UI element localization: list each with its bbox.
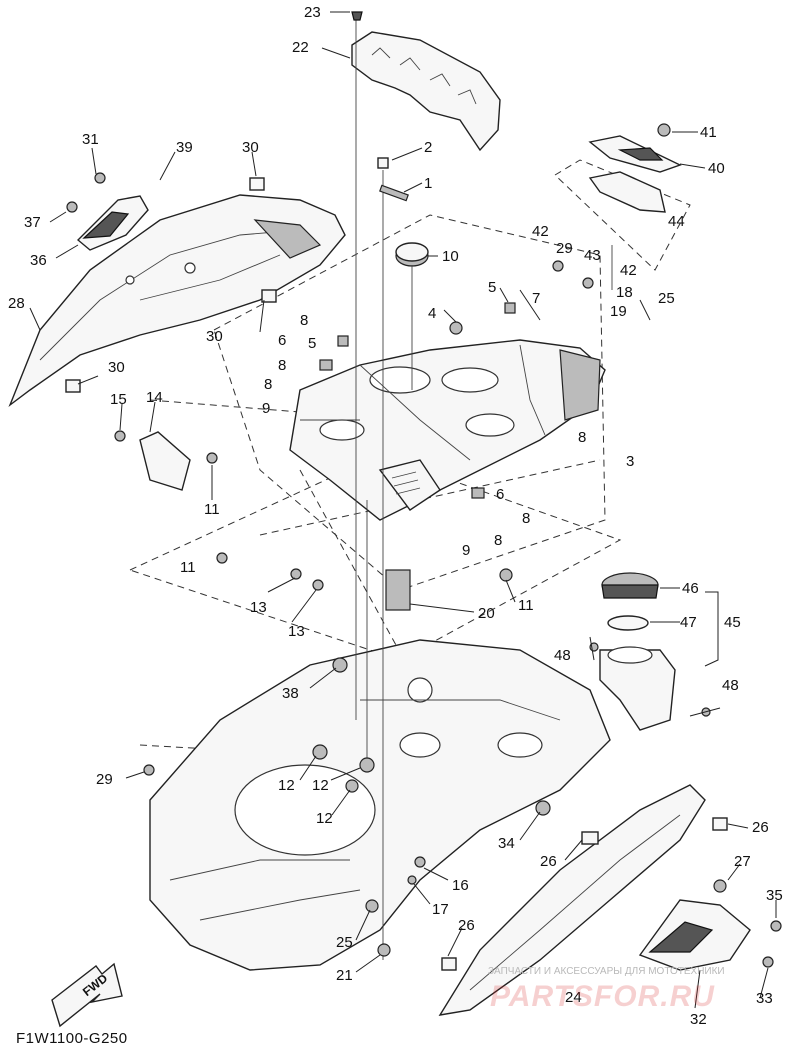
callout: 12 xyxy=(312,777,329,794)
callout: 10 xyxy=(442,248,459,265)
callout: 5 xyxy=(308,335,316,352)
callout: 8 xyxy=(278,357,286,374)
callout: 26 xyxy=(540,853,557,870)
callout: 17 xyxy=(432,901,449,918)
callout: 12 xyxy=(316,810,333,827)
callout: 30 xyxy=(206,328,223,345)
callout: 9 xyxy=(462,542,470,559)
callout: 8 xyxy=(264,376,272,393)
bracket-14 xyxy=(139,431,191,491)
callout: 23 xyxy=(304,4,321,21)
callout: 2 xyxy=(424,139,432,156)
callout: 8 xyxy=(494,532,502,549)
callout: 28 xyxy=(8,295,25,312)
callout: 42 xyxy=(620,262,637,279)
callout: 8 xyxy=(300,312,308,329)
upper-cover-22 xyxy=(351,31,501,152)
callout: 32 xyxy=(690,1011,707,1028)
callout: 45 xyxy=(724,614,741,631)
callout: 5 xyxy=(488,279,496,296)
inner-body-3 xyxy=(289,339,606,521)
callout: 29 xyxy=(96,771,113,788)
callout: 31 xyxy=(82,131,99,148)
callout: 21 xyxy=(336,967,353,984)
callout: 42 xyxy=(532,223,549,240)
callout: 12 xyxy=(278,777,295,794)
callout: 11 xyxy=(204,501,220,518)
callout: 3 xyxy=(626,453,634,470)
callout: 30 xyxy=(242,139,259,156)
right-fairing-24 xyxy=(438,784,706,1016)
callout: 48 xyxy=(722,677,739,694)
callout: 13 xyxy=(288,623,305,640)
callout: 8 xyxy=(522,510,530,527)
callout: 37 xyxy=(24,214,41,231)
callout: 15 xyxy=(110,391,127,408)
callout: 6 xyxy=(496,486,504,503)
reservoir-45 xyxy=(599,572,676,731)
left-fairing-28 xyxy=(8,194,346,408)
callout: 14 xyxy=(146,389,163,406)
small-covers-40-44 xyxy=(588,135,682,213)
callout: 16 xyxy=(452,877,469,894)
callout: 25 xyxy=(658,290,675,307)
callouts: 23 22 2 1 41 40 44 42 43 42 31 39 30 37 … xyxy=(8,4,783,1028)
forward-arrow-icon xyxy=(51,962,123,1028)
callout-leaders xyxy=(29,11,777,1009)
callout: 30 xyxy=(108,359,125,376)
callout: 18 xyxy=(616,284,633,301)
callout: 25 xyxy=(336,934,353,951)
callout: 9 xyxy=(262,400,270,417)
callout: 43 xyxy=(584,247,601,264)
callout: 35 xyxy=(766,887,783,904)
callout: 26 xyxy=(458,917,475,934)
callout: 40 xyxy=(708,160,725,177)
callout: 6 xyxy=(278,332,286,349)
callout: 22 xyxy=(292,39,309,56)
callout: 1 xyxy=(424,175,432,192)
callout: 34 xyxy=(498,835,515,852)
watermark-logo: PARTSFOR.RU xyxy=(490,980,715,1013)
callout: 27 xyxy=(734,853,751,870)
callout: 38 xyxy=(282,685,299,702)
callout: 44 xyxy=(668,213,685,230)
callout: 24 xyxy=(565,989,582,1006)
watermark-caption: ЗАПЧАСТИ И АКСЕССУАРЫ ДЛЯ МОТОТЕХНИКИ xyxy=(488,966,725,977)
callout: 48 xyxy=(554,647,571,664)
callout: 11 xyxy=(518,597,534,614)
callout: 26 xyxy=(752,819,769,836)
callout: 8 xyxy=(578,429,586,446)
lower-fairing xyxy=(149,639,611,971)
callout: 20 xyxy=(478,605,495,622)
cap-10 xyxy=(395,242,429,267)
callout: 7 xyxy=(532,290,540,307)
callout: 36 xyxy=(30,252,47,269)
left-duct-36 xyxy=(76,195,149,251)
diagram-code: F1W1100-G250 xyxy=(16,1030,128,1047)
callout: 29 xyxy=(556,240,573,257)
right-duct-32 xyxy=(638,899,751,971)
callout: 19 xyxy=(610,303,627,320)
callout: 41 xyxy=(700,124,717,141)
callout: 46 xyxy=(682,580,699,597)
callout: 11 xyxy=(180,559,196,576)
callout: 47 xyxy=(680,614,697,631)
callout: 33 xyxy=(756,990,773,1007)
callout: 13 xyxy=(250,599,267,616)
assembly-lines xyxy=(355,20,613,960)
callout: 4 xyxy=(428,305,436,322)
callout: 39 xyxy=(176,139,193,156)
hardware xyxy=(65,11,782,971)
